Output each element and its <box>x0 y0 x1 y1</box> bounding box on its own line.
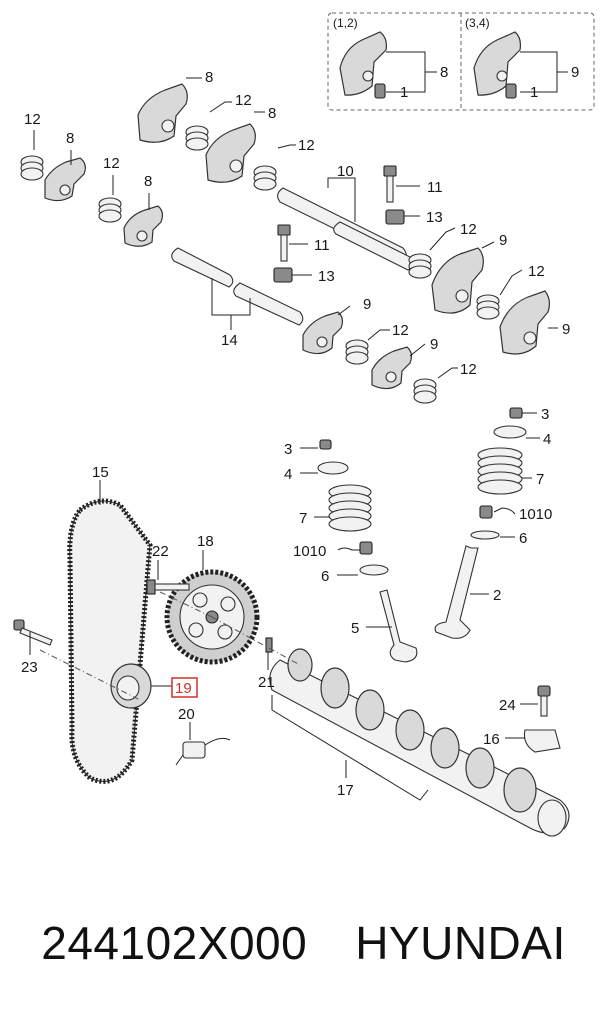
callout-16: 16 <box>483 731 500 748</box>
inset-label-1-2: (1,2) <box>333 16 358 30</box>
callout-12: 12 <box>24 111 41 128</box>
highlight-box-19 <box>171 677 198 698</box>
callout-9: 9 <box>363 296 371 313</box>
callout-1: 1 <box>530 84 538 101</box>
callout-1010: 1010 <box>519 506 552 523</box>
callout-12: 12 <box>103 155 120 172</box>
callout-8: 8 <box>144 173 152 190</box>
callout-8: 8 <box>66 130 74 147</box>
callout-21: 21 <box>258 674 275 691</box>
callout-13: 13 <box>426 209 443 226</box>
callout-14: 14 <box>221 332 238 349</box>
callout-1: 1 <box>400 84 408 101</box>
inset-boxes: (1,2) (3,4) <box>327 12 595 111</box>
callout-15: 15 <box>92 464 109 481</box>
brand-name: HYUNDAI <box>355 917 566 969</box>
callout-24: 24 <box>499 697 516 714</box>
rocker-arm-assembly <box>20 77 558 404</box>
callout-23: 23 <box>21 659 38 676</box>
callout-12: 12 <box>298 137 315 154</box>
callout-20: 20 <box>178 706 195 723</box>
callout-8: 8 <box>205 69 213 86</box>
callout-19-highlighted: 19 <box>175 680 192 697</box>
callout-4: 4 <box>284 466 292 483</box>
callout-7: 7 <box>536 471 544 488</box>
callout-5: 5 <box>351 620 359 637</box>
callout-9: 9 <box>562 321 570 338</box>
callout-11: 11 <box>427 179 443 196</box>
timing-assembly <box>13 480 570 837</box>
parts-diagram: (1,2) (3,4) <box>13 12 595 837</box>
inset-label-3-4: (3,4) <box>465 16 490 30</box>
callout-12: 12 <box>460 221 477 238</box>
callout-3: 3 <box>541 406 549 423</box>
callout-9: 9 <box>571 64 579 81</box>
callout-11: 11 <box>314 237 330 254</box>
callout-1010: 1010 <box>293 543 326 560</box>
callout-22: 22 <box>152 543 169 560</box>
callout-2: 2 <box>493 587 501 604</box>
callout-12: 12 <box>460 361 477 378</box>
part-number: 244102X000 <box>41 917 308 969</box>
callout-9: 9 <box>430 336 438 353</box>
callout-9: 9 <box>499 232 507 249</box>
callout-labels: 8 12 8 12 8 12 8 12 10 11 13 11 13 14 12… <box>21 64 579 799</box>
valve-assembly <box>300 407 540 663</box>
callout-8: 8 <box>268 105 276 122</box>
callout-8: 8 <box>440 64 448 81</box>
callout-6: 6 <box>519 530 527 547</box>
callout-4: 4 <box>543 431 551 448</box>
callout-12: 12 <box>392 322 409 339</box>
callout-6: 6 <box>321 568 329 585</box>
callout-17: 17 <box>337 782 354 799</box>
callout-7: 7 <box>299 510 307 527</box>
callout-3: 3 <box>284 441 292 458</box>
callout-12: 12 <box>528 263 545 280</box>
callout-10: 10 <box>337 163 354 180</box>
callout-12: 12 <box>235 92 252 109</box>
part-caption: 244102X000 HYUNDAI <box>0 908 607 978</box>
callout-18: 18 <box>197 533 214 550</box>
callout-13: 13 <box>318 268 335 285</box>
